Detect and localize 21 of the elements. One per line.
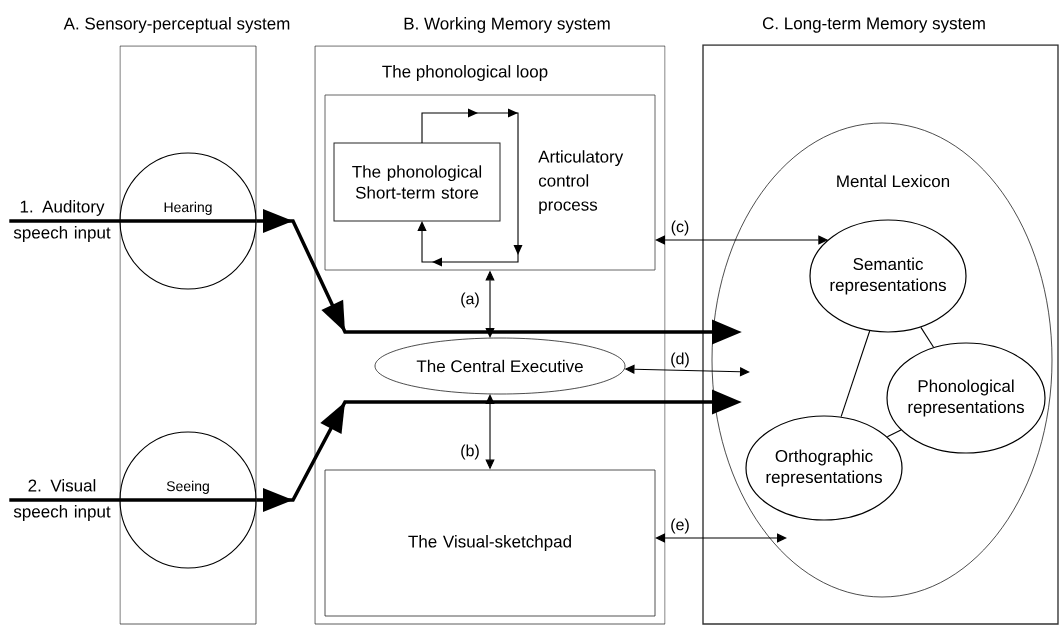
- edge-label: (d): [669, 351, 691, 369]
- input-text: 2. Visual speech input: [13, 479, 111, 521]
- text-label: Articulatory control process: [538, 150, 624, 215]
- connector-line: [840, 330, 871, 418]
- edge-label: (e): [669, 517, 691, 535]
- process-box: The phonological Short-term store: [333, 142, 501, 222]
- node-label: C. Long-term Memory system: [762, 17, 985, 33]
- node-label: A. Sensory-perceptual system: [63, 17, 290, 33]
- connector-line: [9, 498, 257, 502]
- connector-line: [9, 219, 257, 223]
- arrow: [655, 533, 787, 543]
- node-label: B. Working Memory system: [404, 17, 610, 33]
- edge-label: (c): [669, 219, 691, 237]
- arrow: [417, 108, 523, 267]
- connector-line: [886, 429, 902, 438]
- edge-label: (a): [459, 291, 481, 309]
- node-label: The phonological loop: [382, 65, 548, 81]
- process-box: The Visual-sketchpad: [324, 469, 656, 617]
- edge-label: (b): [459, 443, 481, 461]
- input-text: 1. Auditory speech input: [13, 200, 111, 242]
- connector-line: [920, 326, 935, 348]
